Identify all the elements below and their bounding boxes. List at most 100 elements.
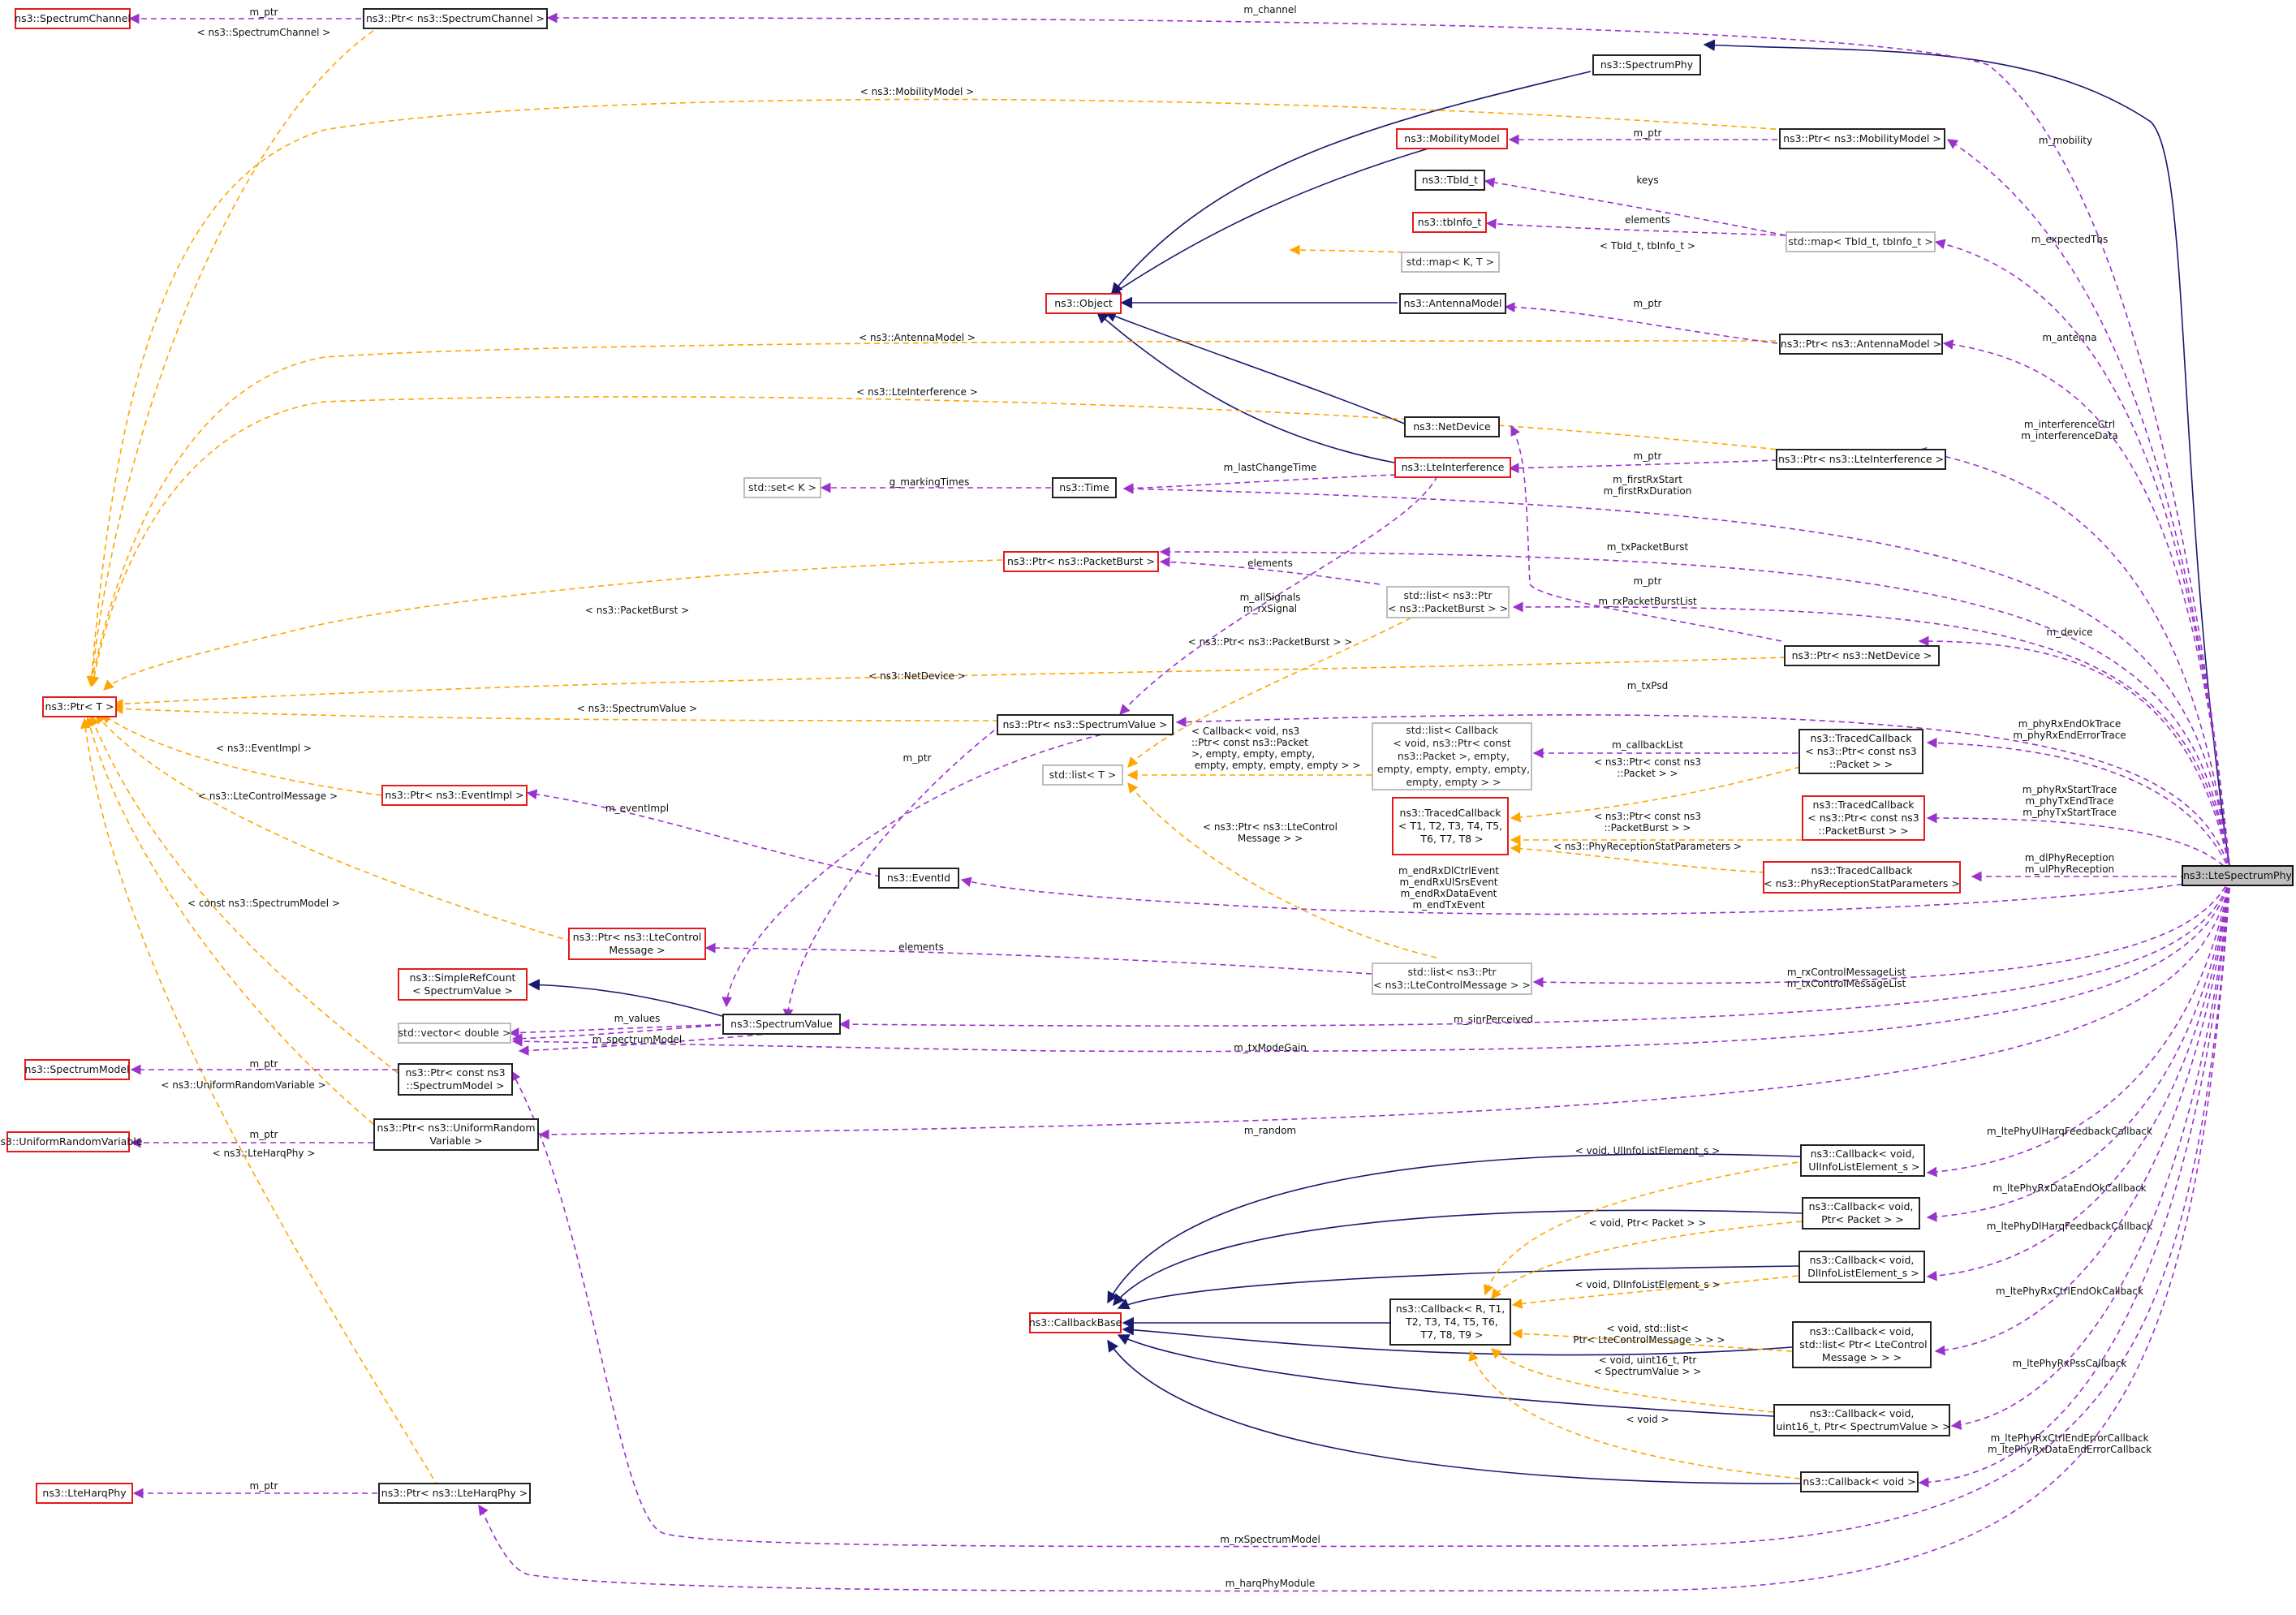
node-callback-void[interactable]: ns3::Callback< void >: [1800, 1471, 1919, 1492]
edge-label: < ns3::Ptr< const ns3 ::PacketBurst > >: [1594, 811, 1701, 833]
node-object[interactable]: ns3::Object: [1045, 293, 1122, 314]
edge-label: < Callback< void, ns3 ::Ptr< const ns3::…: [1191, 726, 1361, 771]
node-tbid[interactable]: ns3::TbId_t: [1415, 170, 1485, 191]
edge-label: < ns3::LteHarqPhy >: [212, 1148, 316, 1159]
node-ptr-lte-harq-phy[interactable]: ns3::Ptr< ns3::LteHarqPhy >: [378, 1483, 531, 1504]
node-lte-interference[interactable]: ns3::LteInterference: [1394, 457, 1511, 478]
node-std-list-callback[interactable]: std::list< Callback < void, ns3::Ptr< co…: [1372, 722, 1532, 790]
node-antenna-model[interactable]: ns3::AntennaModel: [1399, 293, 1506, 314]
edge-label: g_markingTimes: [889, 476, 970, 488]
edge-label: < ns3::LteControlMessage >: [197, 790, 338, 802]
edge-label: m_ptr: [249, 1480, 278, 1492]
node-ptr-net-device[interactable]: ns3::Ptr< ns3::NetDevice >: [1784, 645, 1940, 666]
edge-label: m_ltePhyRxCtrlEndErrorCallback m_ltePhyR…: [1987, 1432, 2152, 1455]
node-std-list-control-message[interactable]: std::list< ns3::Ptr < ns3::LteControlMes…: [1372, 963, 1532, 995]
node-traced-callback-phy-reception[interactable]: ns3::TracedCallback < ns3::PhyReceptionS…: [1763, 861, 1961, 894]
node-mobility-model[interactable]: ns3::MobilityModel: [1396, 128, 1508, 149]
node-traced-callback-packet-burst[interactable]: ns3::TracedCallback < ns3::Ptr< const ns…: [1802, 795, 1925, 841]
edge-label: elements: [1625, 214, 1670, 226]
edge-label: < void, Ptr< Packet > >: [1588, 1217, 1707, 1229]
node-callback-uint16[interactable]: ns3::Callback< void, uint16_t, Ptr< Spec…: [1773, 1404, 1951, 1436]
edge-label: m_ltePhyDlHarqFeedbackCallback: [1986, 1221, 2153, 1232]
node-ptr-mobility-model[interactable]: ns3::Ptr< ns3::MobilityModel >: [1779, 128, 1945, 149]
node-ptr-antenna-model[interactable]: ns3::Ptr< ns3::AntennaModel >: [1779, 334, 1943, 355]
node-ptr-lte-control-message[interactable]: ns3::Ptr< ns3::LteControl Message >: [568, 928, 706, 960]
node-lte-harq-phy[interactable]: ns3::LteHarqPhy: [36, 1483, 133, 1504]
edge-label: m_txModeGain: [1234, 1042, 1307, 1053]
node-callback-control-message[interactable]: ns3::Callback< void, std::list< Ptr< Lte…: [1792, 1321, 1932, 1368]
edge-label: m_txPsd: [1626, 680, 1669, 691]
node-traced-callback-generic[interactable]: ns3::TracedCallback < T1, T2, T3, T4, T5…: [1392, 797, 1509, 855]
edge-label: m_phyRxStartTrace m_phyTxEndTrace m_phyT…: [2022, 784, 2117, 818]
edge-label: m_expectedTbs: [2031, 234, 2109, 245]
node-callback-base[interactable]: ns3::CallbackBase: [1029, 1312, 1122, 1333]
edge-label: elements: [898, 941, 944, 953]
node-spectrum-model[interactable]: ns3::SpectrumModel: [24, 1059, 130, 1080]
node-spectrum-value[interactable]: ns3::SpectrumValue: [722, 1014, 841, 1035]
edge-label: m_ptr: [1633, 298, 1662, 309]
edge-label: m_channel: [1243, 4, 1297, 15]
edge-inherit-cbuint16-base: [1117, 1334, 1774, 1417]
edge-label: m_callbackList: [1612, 739, 1683, 751]
edge-inherit-spectrumvalue-simplerefcount: [528, 979, 731, 1019]
edge-label: m_ptr: [1633, 575, 1662, 587]
edge-label: < const ns3::SpectrumModel >: [187, 898, 340, 909]
node-callback-generic[interactable]: ns3::Callback< R, T1, T2, T3, T4, T5, T6…: [1389, 1298, 1511, 1346]
node-callback-dlinfo[interactable]: ns3::Callback< void, DlInfoListElement_s…: [1798, 1251, 1925, 1283]
node-net-device[interactable]: ns3::NetDevice: [1404, 416, 1500, 437]
edge-label: < ns3::Ptr< ns3::LteControl Message > >: [1203, 821, 1338, 844]
edge-label: < ns3::UniformRandomVariable >: [161, 1079, 326, 1091]
edge-inherit-cbctrl-base: [1122, 1324, 1793, 1356]
edge-label: m_rxPacketBurstList: [1598, 596, 1697, 607]
node-callback-packet[interactable]: ns3::Callback< void, Ptr< Packet > >: [1802, 1197, 1920, 1230]
node-time[interactable]: ns3::Time: [1052, 477, 1117, 498]
node-uniform-random-variable[interactable]: ns3::UniformRandomVariable: [0, 1131, 142, 1152]
edge-label: m_ptr: [902, 752, 932, 764]
node-std-set[interactable]: std::set< K >: [743, 477, 821, 498]
node-ptr-packet-burst[interactable]: ns3::Ptr< ns3::PacketBurst >: [1003, 551, 1159, 572]
node-simple-ref-count[interactable]: ns3::SimpleRefCount < SpectrumValue >: [398, 968, 528, 1001]
edge-label: m_ptr: [249, 6, 278, 18]
edge-label: m_ptr: [249, 1058, 278, 1070]
edge-label: m_ptr: [1633, 450, 1662, 462]
edge-label: m_sinrPerceived: [1453, 1014, 1534, 1025]
node-ptr-const-spectrum-model[interactable]: ns3::Ptr< const ns3 ::SpectrumModel >: [398, 1063, 513, 1096]
node-ptr-spectrum-channel[interactable]: ns3::Ptr< ns3::SpectrumChannel >: [363, 8, 548, 29]
node-std-vector-double[interactable]: std::vector< double >: [398, 1023, 511, 1044]
edge-inherit-cbdlinfo-base: [1117, 1265, 1801, 1310]
edge-inherit-cbpacket-base: [1113, 1209, 1803, 1307]
edge-label: m_rxSpectrumModel: [1220, 1534, 1320, 1545]
edge-label: m_ltePhyRxPssCallback: [2012, 1358, 2127, 1369]
edge-label: < ns3::LteInterference >: [856, 386, 978, 398]
node-callback-ulinfo[interactable]: ns3::Callback< void, UlInfoListElement_s…: [1800, 1144, 1925, 1177]
edge-label: < ns3::Ptr< const ns3 ::Packet > >: [1594, 756, 1701, 779]
node-spectrum-phy[interactable]: ns3::SpectrumPhy: [1592, 54, 1701, 75]
node-std-map-kt[interactable]: std::map< K, T >: [1401, 252, 1500, 273]
node-event-id[interactable]: ns3::EventId: [878, 868, 959, 889]
node-traced-callback-packet[interactable]: ns3::TracedCallback < ns3::Ptr< const ns…: [1798, 729, 1923, 774]
node-ptr-t[interactable]: ns3::Ptr< T >: [42, 696, 117, 717]
edge-label: m_ptr: [1633, 127, 1662, 139]
edge-label: < ns3::SpectrumChannel >: [196, 27, 331, 38]
edge-label: m_firstRxStart m_firstRxDuration: [1603, 474, 1692, 497]
edge-label: m_spectrumModel: [592, 1034, 683, 1045]
edge-label: < ns3::PhyReceptionStatParameters >: [1553, 841, 1742, 852]
edge-label: < void >: [1626, 1414, 1669, 1425]
node-std-list-t[interactable]: std::list< T >: [1042, 764, 1123, 786]
edge-label: < ns3::AntennaModel >: [859, 332, 976, 343]
node-lte-spectrum-phy[interactable]: ns3::LteSpectrumPhy: [2182, 865, 2294, 886]
node-ptr-lte-interference[interactable]: ns3::Ptr< ns3::LteInterference >: [1776, 449, 1946, 470]
node-std-list-ptr-packet-burst[interactable]: std::list< ns3::Ptr < ns3::PacketBurst >…: [1386, 586, 1510, 618]
edge-label: m_dlPhyReception m_ulPhyReception: [2024, 852, 2115, 875]
node-ptr-uniform-random-variable[interactable]: ns3::Ptr< ns3::UniformRandom Variable >: [373, 1118, 539, 1151]
edge-inherit-phy-spectrumphy: [1703, 39, 2231, 873]
edge-label: < void, UlInfoListElement_s >: [1574, 1145, 1721, 1156]
node-ptr-event-impl[interactable]: ns3::Ptr< ns3::EventImpl >: [381, 785, 528, 806]
node-std-map-tb[interactable]: std::map< TbId_t, tbInfo_t >: [1786, 231, 1936, 252]
node-spectrum-channel[interactable]: ns3::SpectrumChannel: [15, 8, 131, 29]
node-ptr-spectrum-value[interactable]: ns3::Ptr< ns3::SpectrumValue >: [997, 714, 1174, 735]
edge-label: m_device: [2046, 627, 2093, 638]
node-tbinfo[interactable]: ns3::tbInfo_t: [1412, 212, 1487, 233]
edge-inherit-netdevice-object: [1104, 311, 1411, 427]
edge-label: < ns3::SpectrumValue >: [576, 703, 698, 714]
